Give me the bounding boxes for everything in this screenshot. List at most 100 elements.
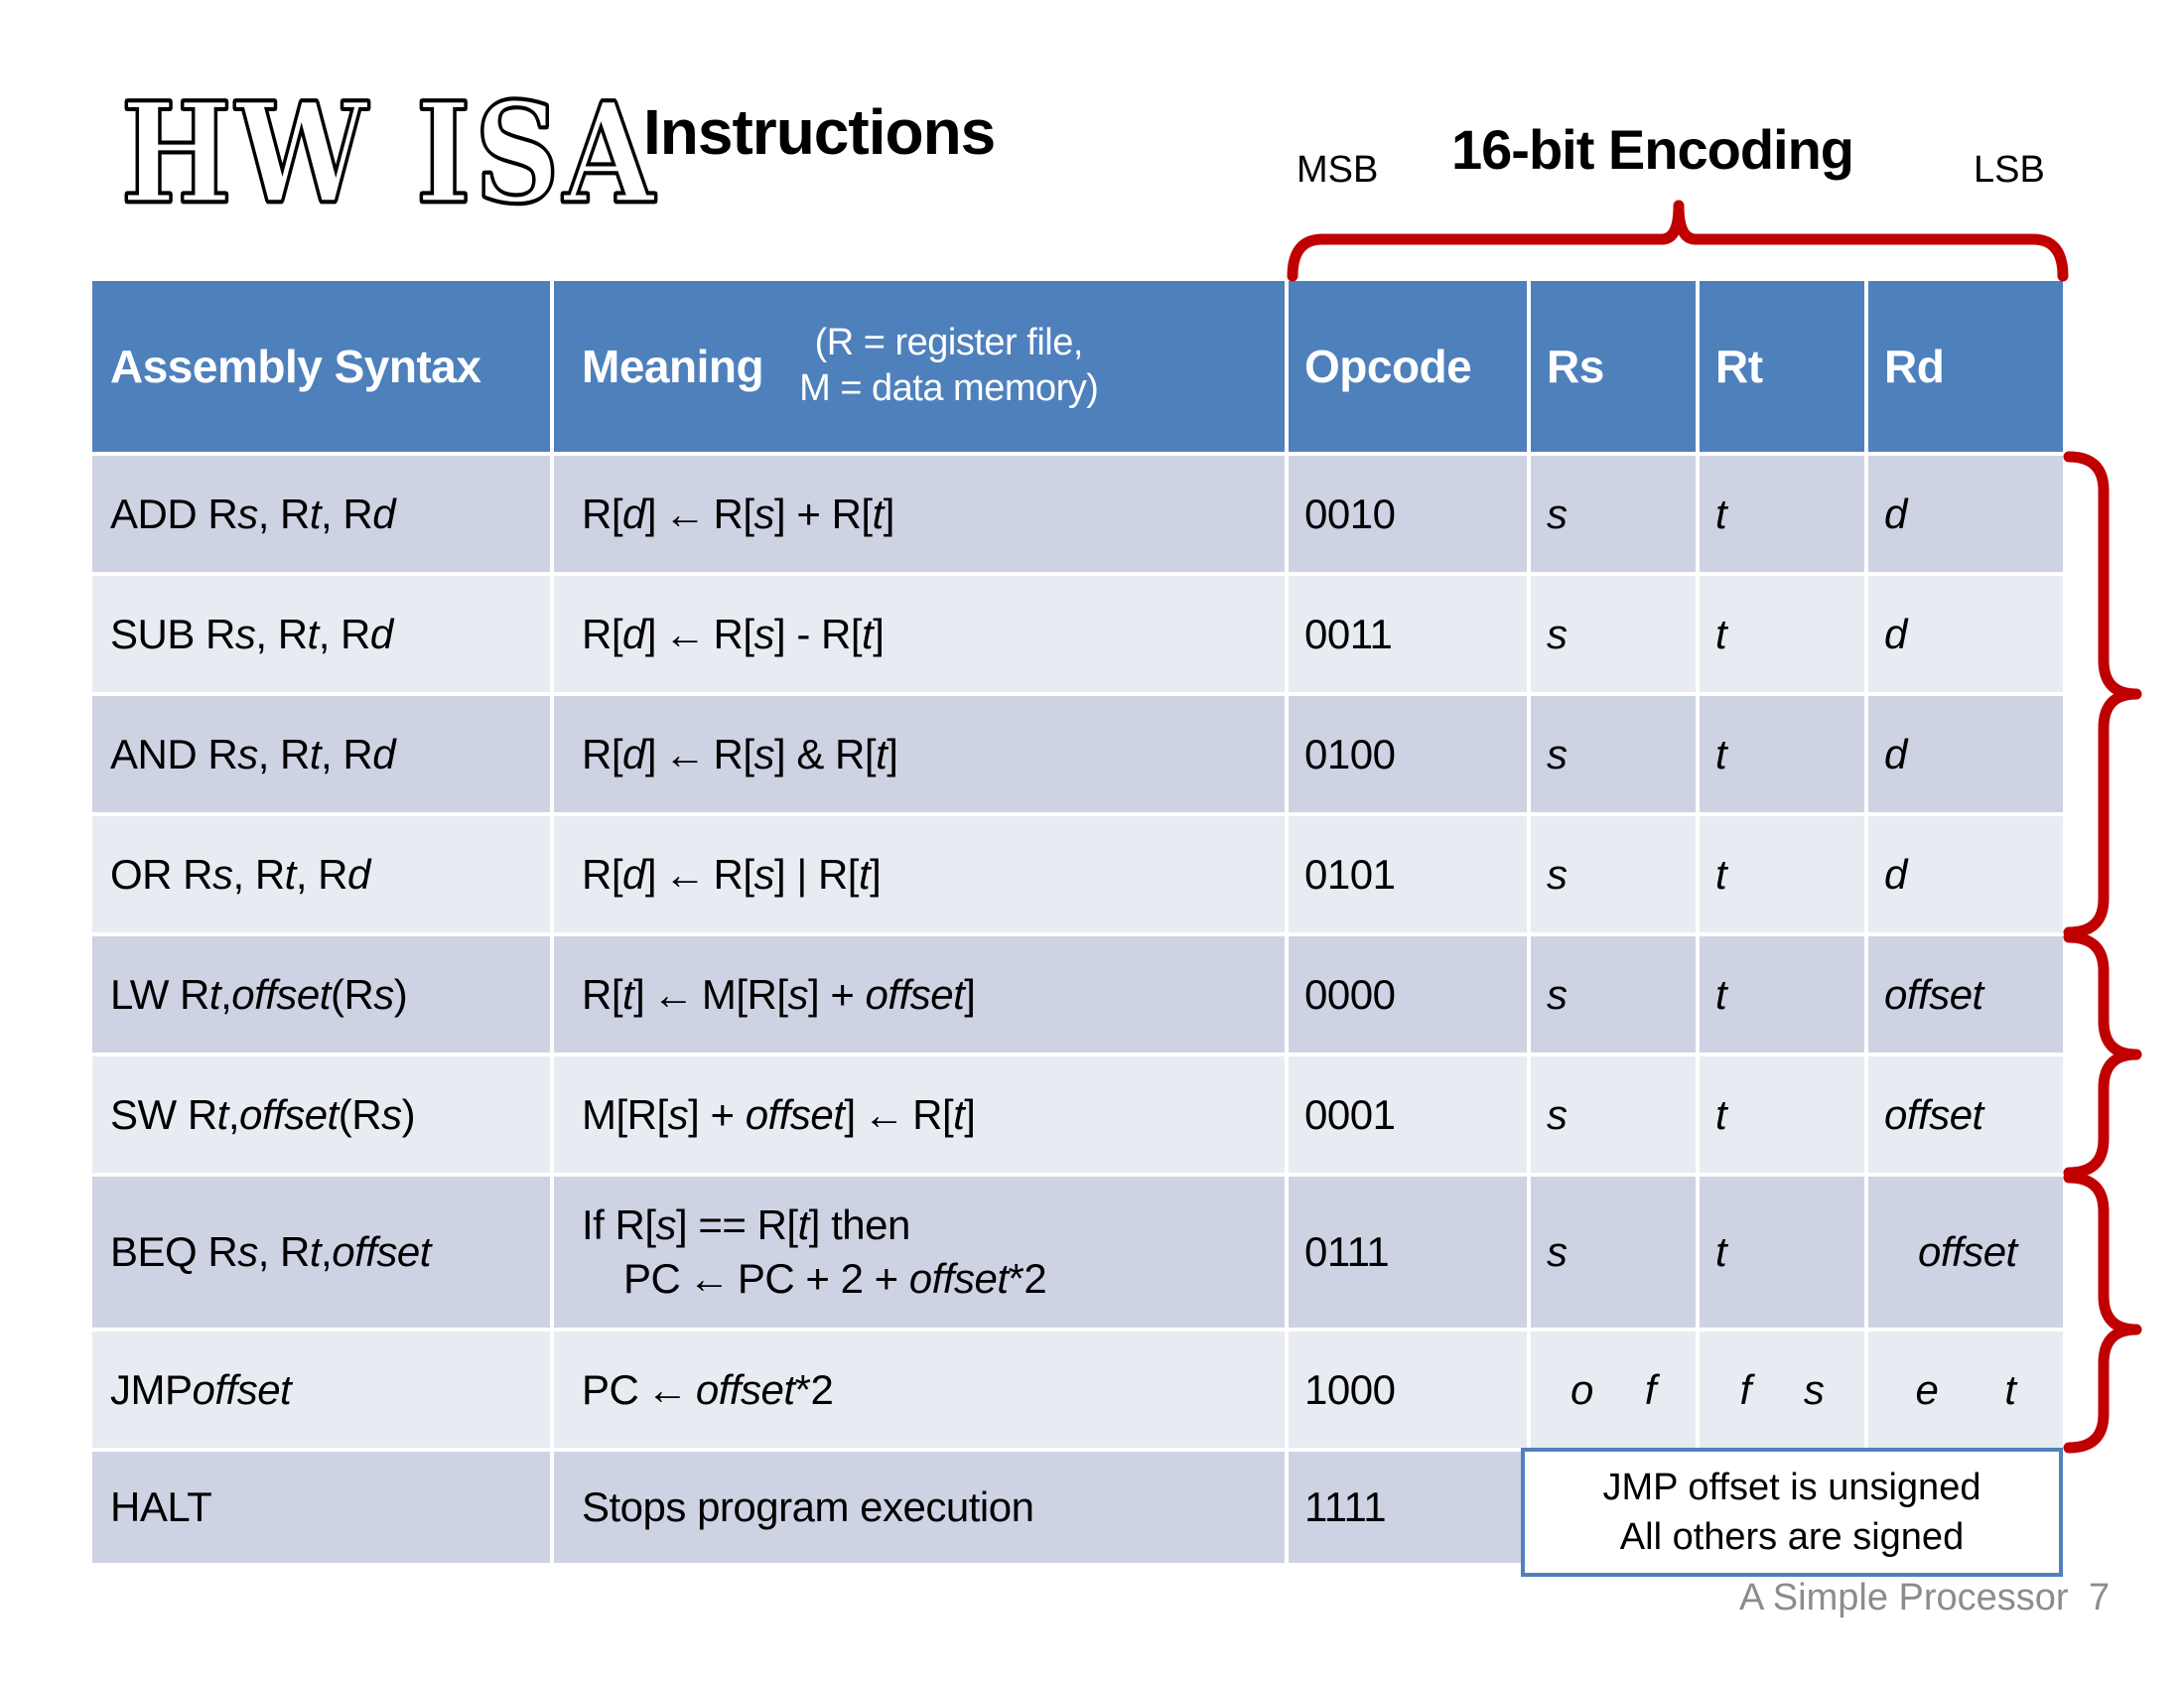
assign-arrow: ← <box>863 1090 905 1138</box>
text-segment: d <box>1884 730 1907 777</box>
assign-arrow: ← <box>646 1365 688 1413</box>
meaning-cell-LW: R[t]←M[R[s] + offset] <box>554 936 1285 1053</box>
text-segment: R[ <box>912 1090 954 1138</box>
rd-cell-SW: offset <box>1868 1056 2063 1173</box>
text-segment: R[ <box>713 730 755 777</box>
text-segment: s <box>234 610 256 657</box>
rd-cell-AND: d <box>1868 696 2063 812</box>
text-segment: t <box>953 1090 965 1138</box>
opcode-value: 1000 <box>1304 1365 1396 1413</box>
assign-arrow: ← <box>664 490 706 537</box>
opcode-value: 0101 <box>1304 850 1396 898</box>
text-segment: t <box>872 490 885 537</box>
footer-title: A Simple Processor <box>1739 1577 2069 1618</box>
meaning-lines: Stops program execution <box>582 1480 1034 1534</box>
text-segment: ] <box>873 610 885 657</box>
opcode-value: 1111 <box>1304 1483 1387 1530</box>
text-segment: d <box>372 730 396 777</box>
meaning-lines: PC←offset*2 <box>582 1363 834 1417</box>
text-segment: , R <box>321 730 373 777</box>
text-segment: t <box>797 1201 810 1249</box>
text-segment: t <box>284 850 297 898</box>
lsb-label: LSB <box>1974 149 2045 191</box>
text-segment: offset <box>332 1228 431 1275</box>
rt-cell-SUB: t <box>1700 576 1864 692</box>
text-segment: t <box>2004 1365 2016 1413</box>
text-segment: , R <box>255 610 308 657</box>
meaning-lines: R[t]←M[R[s] + offset] <box>582 968 976 1022</box>
meaning-line: M[R[s] + offset]←R[t] <box>582 1088 976 1142</box>
text-segment: offset <box>1884 970 1983 1018</box>
opcode-value: 0100 <box>1304 730 1396 777</box>
text-segment: s <box>237 1228 258 1275</box>
text-segment: R[ <box>713 610 755 657</box>
text-segment: t <box>1715 730 1727 777</box>
meaning-lines: R[d]←R[s] | R[t] <box>582 848 882 902</box>
text-segment: ] then <box>808 1201 911 1249</box>
col-header-rs: Rs <box>1531 281 1696 452</box>
text-segment: e <box>1915 1365 1939 1413</box>
meaning-lines: M[R[s] + offset]←R[t] <box>582 1088 976 1142</box>
text-segment: , R <box>318 610 371 657</box>
opcode-cell-OR: 0101 <box>1289 816 1527 932</box>
rt-cell-SW: t <box>1700 1056 1864 1173</box>
text-segment: PC <box>623 1255 681 1302</box>
rs-cell-BEQ: s <box>1531 1177 1696 1328</box>
text-segment: offset <box>1884 1090 1983 1138</box>
meaning-legend-line2: M = data memory) <box>799 367 1099 409</box>
text-segment: s <box>1547 850 1568 898</box>
rd-cell-BEQ: offset <box>1868 1177 2063 1328</box>
col-header-rd: Rd <box>1868 281 2063 452</box>
note-line-1: JMP offset is unsigned <box>1602 1466 1981 1508</box>
meaning-cell-AND: R[d]←R[s] & R[t] <box>554 696 1285 812</box>
asm-cell-JMP: JMP offset <box>92 1332 550 1448</box>
text-segment: t <box>208 970 221 1018</box>
text-segment: HALT <box>110 1483 212 1530</box>
rs-cell-OR: s <box>1531 816 1696 932</box>
encoding-label: 16-bit Encoding <box>1451 118 1854 181</box>
text-segment: M[R[ <box>701 970 788 1018</box>
text-segment: d <box>1884 850 1907 898</box>
text-segment: t <box>1715 1228 1727 1275</box>
text-segment: PC + 2 + <box>737 1255 909 1302</box>
col-header-opcode: Opcode <box>1289 281 1527 452</box>
text-segment: offset <box>865 970 965 1018</box>
text-segment: ] <box>844 1090 856 1138</box>
text-segment: OR R <box>110 850 213 898</box>
opcode-value: 0000 <box>1304 970 1396 1018</box>
text-segment: ] <box>870 850 882 898</box>
text-segment: o <box>1570 1365 1593 1413</box>
text-segment: ] <box>964 1090 976 1138</box>
col-header-rt: Rt <box>1700 281 1864 452</box>
text-segment: t <box>1715 610 1727 657</box>
meaning-line: If R[s] == R[t] then <box>582 1198 1046 1252</box>
rt-cell-LW: t <box>1700 936 1864 1053</box>
text-segment: t <box>1715 850 1727 898</box>
text-segment: s <box>381 1090 402 1138</box>
text-segment: offset <box>231 970 331 1018</box>
text-segment: (R <box>338 1090 382 1138</box>
meaning-cell-ADD: R[d]←R[s] + R[t] <box>554 456 1285 572</box>
text-segment: s <box>1547 1228 1568 1275</box>
rt-cell-OR: t <box>1700 816 1864 932</box>
opcode-cell-ADD: 0010 <box>1289 456 1527 572</box>
text-segment: ] + R[ <box>774 490 873 537</box>
col-header-meaning: Meaning (R = register file, M = data mem… <box>554 281 1285 452</box>
text-segment: , <box>227 1090 240 1138</box>
text-segment: s <box>787 970 809 1018</box>
text-segment: d <box>622 850 645 898</box>
rs-cell-ADD: s <box>1531 456 1696 572</box>
assign-arrow: ← <box>688 1255 730 1302</box>
text-segment: s <box>753 490 775 537</box>
text-segment: ] <box>887 730 898 777</box>
text-segment: R[ <box>582 490 623 537</box>
text-segment: ] + <box>808 970 866 1018</box>
opcode-value: 0001 <box>1304 1090 1396 1138</box>
rd-cell-SUB: d <box>1868 576 2063 692</box>
text-segment: If R[ <box>582 1201 656 1249</box>
text-segment: t <box>876 730 887 777</box>
text-segment: ADD R <box>110 490 238 537</box>
assign-arrow: ← <box>664 730 706 777</box>
text-segment: ] == R[ <box>676 1201 798 1249</box>
